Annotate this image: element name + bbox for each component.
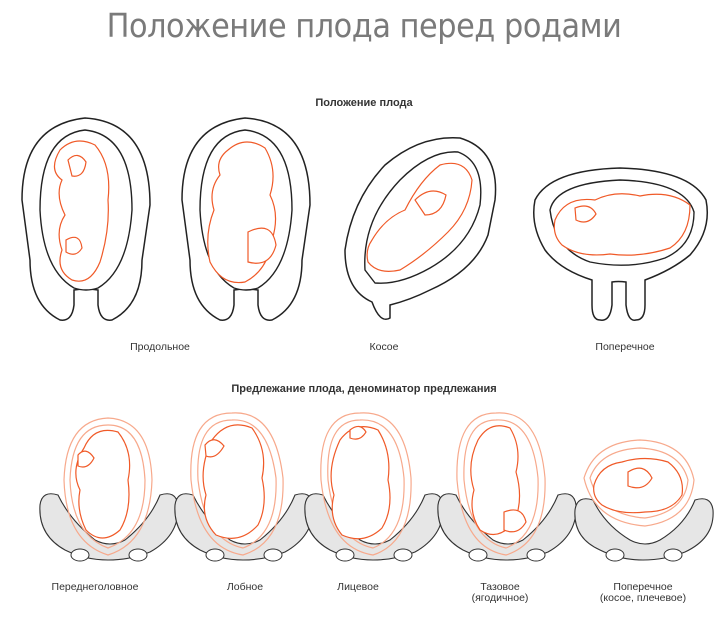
uterus-longitudinal [21, 117, 151, 321]
label-breech-sub: (ягодичное) [471, 592, 529, 604]
label-transverse-presentation: Поперечное [613, 581, 673, 593]
section-heading-presentation: Предлежание плода, деноминатор предлежан… [231, 383, 497, 395]
label-longitudinal: Продольное [130, 341, 190, 353]
presentation-breech [437, 412, 577, 562]
label-anterior-cephalic: Переднеголовное [51, 581, 139, 593]
label-breech: Тазовое [480, 581, 520, 593]
fetus-transverse [553, 193, 691, 256]
label-transverse: Поперечное [595, 341, 655, 353]
section-heading-position: Положение плода [315, 97, 413, 109]
fetus-longitudinal [53, 140, 110, 282]
presentation-anterior [39, 417, 179, 562]
presentation-brow [174, 412, 314, 562]
uterus-transverse [533, 167, 708, 321]
presentation-transverse [574, 439, 714, 562]
fetus-oblique [366, 162, 473, 272]
fetus-longitudinal-2 [207, 141, 277, 284]
label-face: Лицевое [337, 581, 379, 593]
label-transverse-presentation-sub: (косое, плечевое) [599, 592, 687, 604]
label-oblique: Косое [369, 341, 399, 353]
presentation-face [304, 412, 444, 562]
uterus-oblique [344, 136, 497, 320]
uterus-longitudinal-2 [181, 117, 311, 321]
page-title: Положение плода перед родами [106, 6, 622, 45]
label-brow: Лобное [226, 581, 264, 593]
